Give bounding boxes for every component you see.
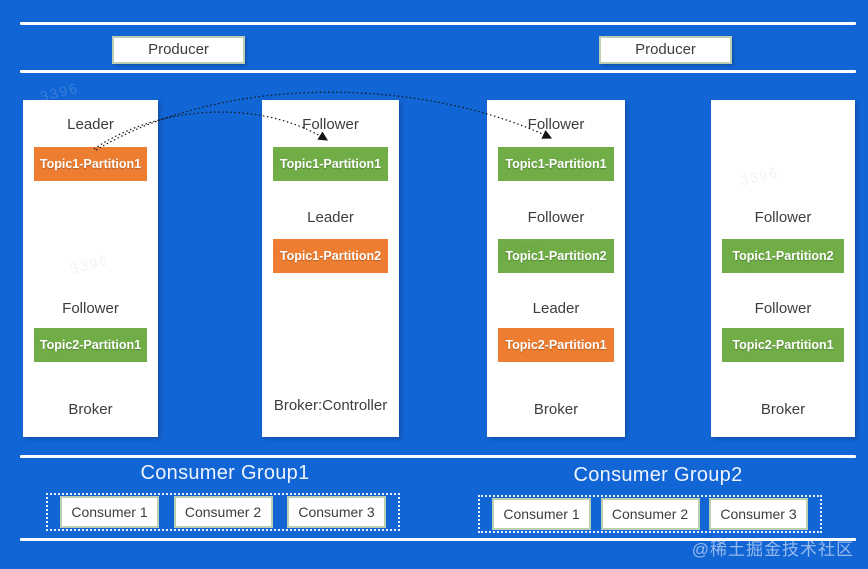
broker-2-box: Follower Topic1-Partition1 Leader Topic1… (262, 100, 399, 437)
consumer-box: Consumer 2 (173, 496, 273, 528)
role-label: Leader (532, 300, 580, 317)
consumer-label: Consumer 2 (611, 505, 689, 522)
partition-box: Topic1-Partition1 (273, 147, 388, 181)
consumer-group1-title: Consumer Group1 (140, 462, 310, 484)
consumer-group2-box: Consumer 1 Consumer 2 Consumer 3 (478, 495, 822, 533)
producer-box-2: Producer (599, 36, 732, 64)
consumer-box: Consumer 3 (287, 496, 386, 528)
partition-box: Topic2-Partition1 (34, 328, 147, 362)
consumer-box: Consumer 2 (600, 498, 700, 530)
consumer-group2-title: Consumer Group2 (573, 464, 743, 486)
consumer-box: Consumer 1 (60, 496, 159, 528)
consumer-group1-box: Consumer 1 Consumer 2 Consumer 3 (46, 493, 400, 531)
partition-box: Topic2-Partition1 (498, 328, 614, 362)
role-label: Follower (527, 209, 585, 226)
partition-box: Topic1-Partition2 (498, 239, 614, 273)
bottom-divider-line (20, 538, 856, 541)
juejin-watermark: @稀土掘金技术社区 (691, 540, 854, 559)
role-label: Leader (67, 116, 114, 133)
broker-label: Broker (760, 401, 806, 418)
consumer-row-divider-line (20, 455, 856, 458)
top-divider-line (20, 22, 856, 25)
partition-box: Topic1-Partition1 (498, 147, 614, 181)
producer-box-1: Producer (112, 36, 245, 64)
consumer-label: Consumer 2 (184, 503, 262, 520)
consumer-label: Consumer 1 (503, 505, 580, 522)
broker-label: Broker (533, 401, 579, 418)
partition-box: Topic2-Partition1 (722, 328, 844, 362)
partition-box: Topic1-Partition2 (722, 239, 844, 273)
consumer-label: Consumer 3 (298, 503, 375, 520)
role-label: Follower (527, 116, 585, 133)
consumer-box: Consumer 3 (709, 498, 808, 530)
consumer-label: Consumer 1 (71, 503, 148, 520)
role-label: Follower (754, 300, 812, 317)
role-label: Leader (307, 209, 354, 226)
producer-row-divider-line (20, 70, 856, 73)
broker-label: Broker (68, 401, 113, 418)
partition-box: Topic1-Partition2 (273, 239, 388, 273)
broker-4-box: Follower Topic1-Partition2 Follower Topi… (711, 100, 855, 437)
broker-3-box: Follower Topic1-Partition1 Follower Topi… (487, 100, 625, 437)
consumer-label: Consumer 3 (720, 505, 797, 522)
broker-1-box: Leader Topic1-Partition1 Follower Topic2… (23, 100, 158, 437)
consumer-box: Consumer 1 (492, 498, 591, 530)
partition-box: Topic1-Partition1 (34, 147, 147, 181)
broker-controller-label: Broker:Controller (273, 397, 388, 414)
role-label: Follower (302, 116, 359, 133)
role-label: Follower (754, 209, 812, 226)
role-label: Follower (62, 300, 119, 317)
